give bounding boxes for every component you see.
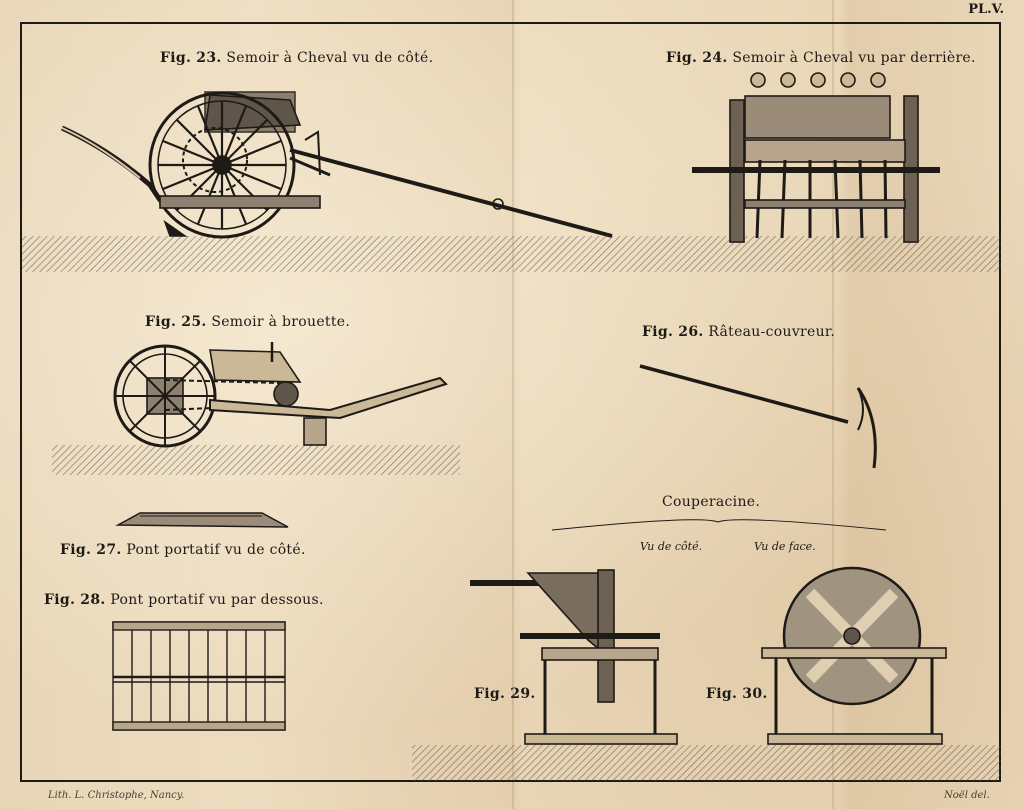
couperacine-side-view-label: Vu de côté. xyxy=(640,540,703,553)
fig24-title: Semoir à Cheval vu par derrière. xyxy=(732,50,976,66)
couperacine-brace xyxy=(551,519,887,531)
fig26-title: Râteau-couvreur. xyxy=(708,324,836,340)
paper-fold-right xyxy=(832,0,834,809)
fig30-caption: Fig. 30. xyxy=(706,686,768,702)
ground-strip-fig25 xyxy=(52,445,460,475)
fig25-number: Fig. 25. xyxy=(145,314,207,330)
fig24-number: Fig. 24. xyxy=(666,50,728,66)
fig23-title: Semoir à Cheval vu de côté. xyxy=(226,50,434,66)
fig24-caption: Fig. 24. Semoir à Cheval vu par derrière… xyxy=(666,50,976,66)
fig29-drawing xyxy=(470,569,678,745)
couperacine-title: Couperacine. xyxy=(662,494,761,510)
fig30-number: Fig. 30. xyxy=(706,686,768,702)
fig23-drawing xyxy=(60,91,613,239)
artist-credit: Noël del. xyxy=(944,790,990,801)
fig28-drawing xyxy=(112,621,286,731)
fig24-drawing xyxy=(692,72,940,243)
fig28-number: Fig. 28. xyxy=(44,592,106,608)
fig27-number: Fig. 27. xyxy=(60,542,122,558)
plate-number: PL.V. xyxy=(968,2,1004,17)
fig27-title: Pont portatif vu de côté. xyxy=(126,542,306,558)
fig23-number: Fig. 23. xyxy=(160,50,222,66)
fig28-caption: Fig. 28. Pont portatif vu par dessous. xyxy=(44,592,324,608)
fig29-caption: Fig. 29. xyxy=(474,686,536,702)
fig28-title: Pont portatif vu par dessous. xyxy=(110,592,324,608)
paper-fold-left xyxy=(512,0,514,809)
fig25-title: Semoir à brouette. xyxy=(211,314,351,330)
fig30-drawing xyxy=(761,566,947,745)
fig25-drawing xyxy=(113,342,448,448)
ground-strip-top xyxy=(22,236,1001,272)
fig23-caption: Fig. 23. Semoir à Cheval vu de côté. xyxy=(160,50,433,66)
fig26-number: Fig. 26. xyxy=(642,324,704,340)
fig29-number: Fig. 29. xyxy=(474,686,536,702)
fig27-drawing xyxy=(115,512,289,528)
fig26-caption: Fig. 26. Râteau-couvreur. xyxy=(642,324,835,340)
lithographer-credit: Lith. L. Christophe, Nancy. xyxy=(48,790,185,801)
couperacine-front-view-label: Vu de face. xyxy=(754,540,816,553)
fig25-caption: Fig. 25. Semoir à brouette. xyxy=(145,314,350,330)
fig27-caption: Fig. 27. Pont portatif vu de côté. xyxy=(60,542,306,558)
ground-strip-bottom xyxy=(412,745,1001,781)
fig26-drawing xyxy=(639,364,877,469)
